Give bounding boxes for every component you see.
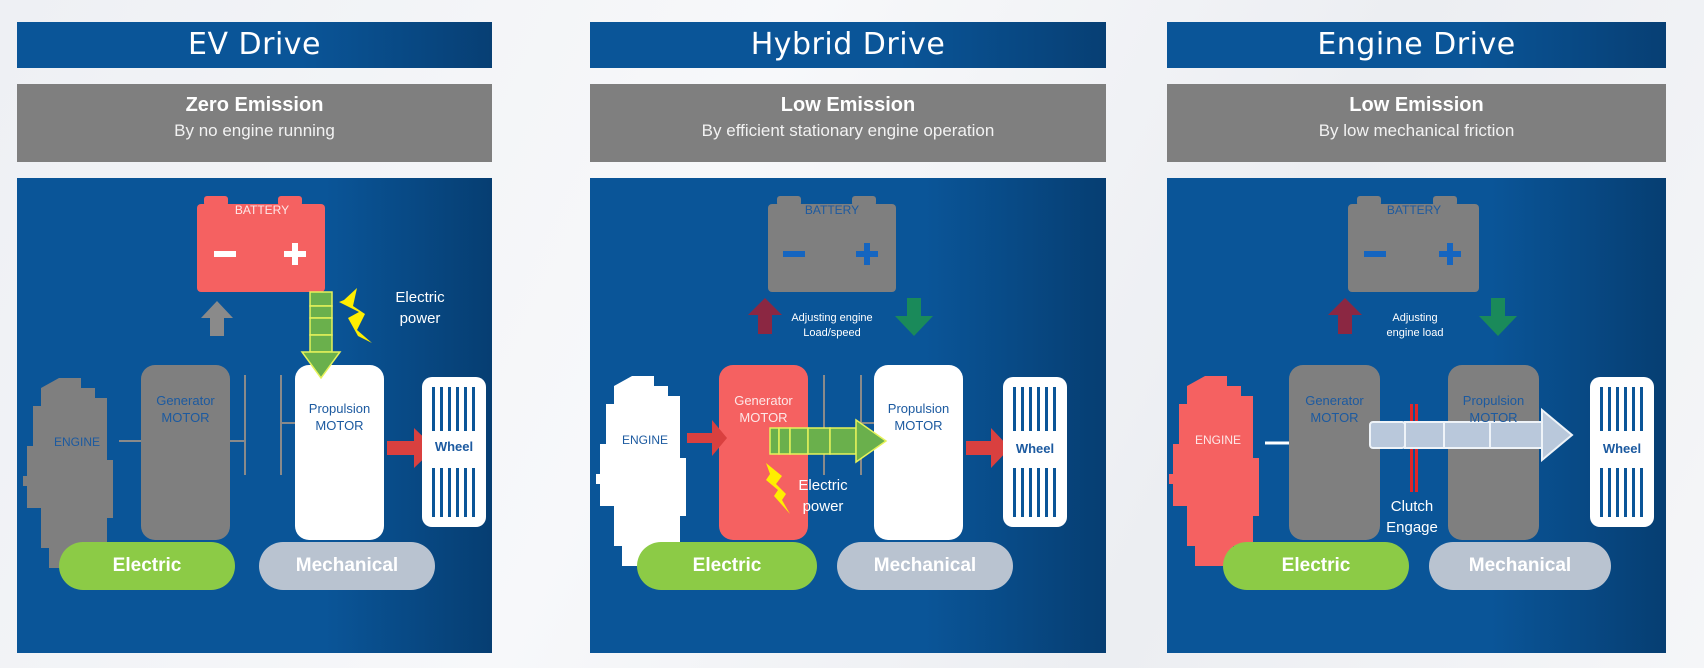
panel-title: Hybrid Drive xyxy=(590,22,1106,68)
legend-electric: Electric xyxy=(59,542,235,590)
emission-box: Zero Emission By no engine running xyxy=(17,84,492,162)
emission-description: By efficient stationary engine operation xyxy=(701,121,995,140)
diagram-graphics xyxy=(23,196,486,568)
engine-icon xyxy=(596,376,686,566)
panel-title: Engine Drive xyxy=(1167,22,1666,68)
emission-heading: Low Emission xyxy=(1349,94,1484,116)
arrow-up-icon xyxy=(201,301,233,336)
generator-motor-icon xyxy=(141,365,230,540)
battery-icon xyxy=(1348,196,1479,292)
legend-electric: Electric xyxy=(1223,542,1409,590)
propulsion-motor-icon xyxy=(295,365,384,540)
electric-flow-arrow xyxy=(300,291,342,380)
legend-mechanical: Mechanical xyxy=(259,542,435,590)
emission-box: Low Emission By low mechanical friction xyxy=(1167,84,1666,162)
engine-icon xyxy=(1169,376,1259,566)
emission-heading: Zero Emission xyxy=(185,94,324,116)
battery-label: BATTERY xyxy=(234,203,290,217)
panel-title: EV Drive xyxy=(17,22,492,68)
emission-box: Low Emission By efficient stationary eng… xyxy=(590,84,1106,162)
discharge-arrow-down-icon xyxy=(1479,298,1517,336)
lightning-icon xyxy=(766,463,790,514)
propulsion-motor-icon xyxy=(1448,365,1539,540)
legend-electric: Electric xyxy=(637,542,817,590)
mechanical-flow-arrow xyxy=(1369,407,1574,463)
mech-arrow-right-icon xyxy=(687,420,727,456)
battery-icon xyxy=(768,196,896,292)
propulsion-motor-icon xyxy=(874,365,963,540)
battery-label: BATTERY xyxy=(1386,203,1442,217)
wheel-label: Wheel xyxy=(422,438,486,455)
arrow-right-icon xyxy=(966,428,1010,468)
engine-label: ENGINE xyxy=(1194,433,1241,447)
lightning-icon xyxy=(339,288,372,343)
discharge-arrow-down-icon xyxy=(895,298,933,336)
generator-motor-icon xyxy=(719,365,808,540)
diagram-graphics xyxy=(1169,196,1654,566)
charge-arrow-up-icon xyxy=(1328,298,1362,334)
engine-label: ENGINE xyxy=(53,435,100,449)
emission-description: By low mechanical friction xyxy=(1318,121,1515,140)
charge-arrow-up-icon xyxy=(748,298,782,334)
emission-heading: Low Emission xyxy=(780,94,916,116)
emission-description: By no engine running xyxy=(174,121,335,140)
legend-mechanical: Mechanical xyxy=(1429,542,1611,590)
engine-label: ENGINE xyxy=(621,433,668,447)
generator-motor-icon xyxy=(1289,365,1380,540)
battery-label: BATTERY xyxy=(804,203,860,217)
electric-flow-arrow xyxy=(769,418,888,464)
wheel-label: Wheel xyxy=(1590,440,1654,457)
diagram-graphics xyxy=(596,196,1067,566)
wheel-label: Wheel xyxy=(1003,440,1067,457)
battery-icon xyxy=(197,196,325,292)
engine-icon xyxy=(23,378,113,568)
legend-mechanical: Mechanical xyxy=(837,542,1013,590)
